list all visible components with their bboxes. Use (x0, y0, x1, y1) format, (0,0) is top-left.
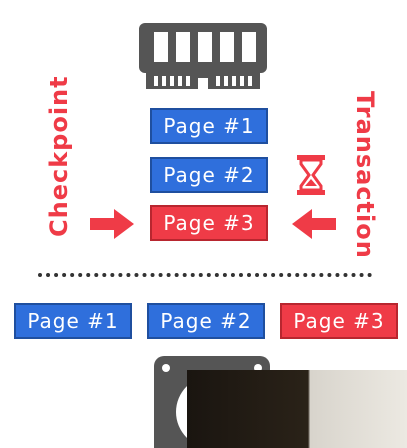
transaction-label: Transaction (351, 91, 379, 259)
memory-page-3: Page #3 (150, 205, 268, 241)
disk-page-3: Page #3 (280, 303, 398, 339)
memory-disk-separator (38, 273, 372, 277)
memory-icon (139, 23, 267, 90)
hourglass-icon (297, 155, 325, 195)
arrow-left-icon (292, 209, 336, 239)
checkpoint-label: Checkpoint (45, 75, 73, 237)
memory-page-1: Page #1 (150, 108, 268, 144)
video-overlay (187, 370, 407, 448)
disk-page-2: Page #2 (147, 303, 265, 339)
disk-page-1: Page #1 (14, 303, 132, 339)
memory-page-2: Page #2 (150, 157, 268, 193)
arrow-right-icon (90, 209, 134, 239)
